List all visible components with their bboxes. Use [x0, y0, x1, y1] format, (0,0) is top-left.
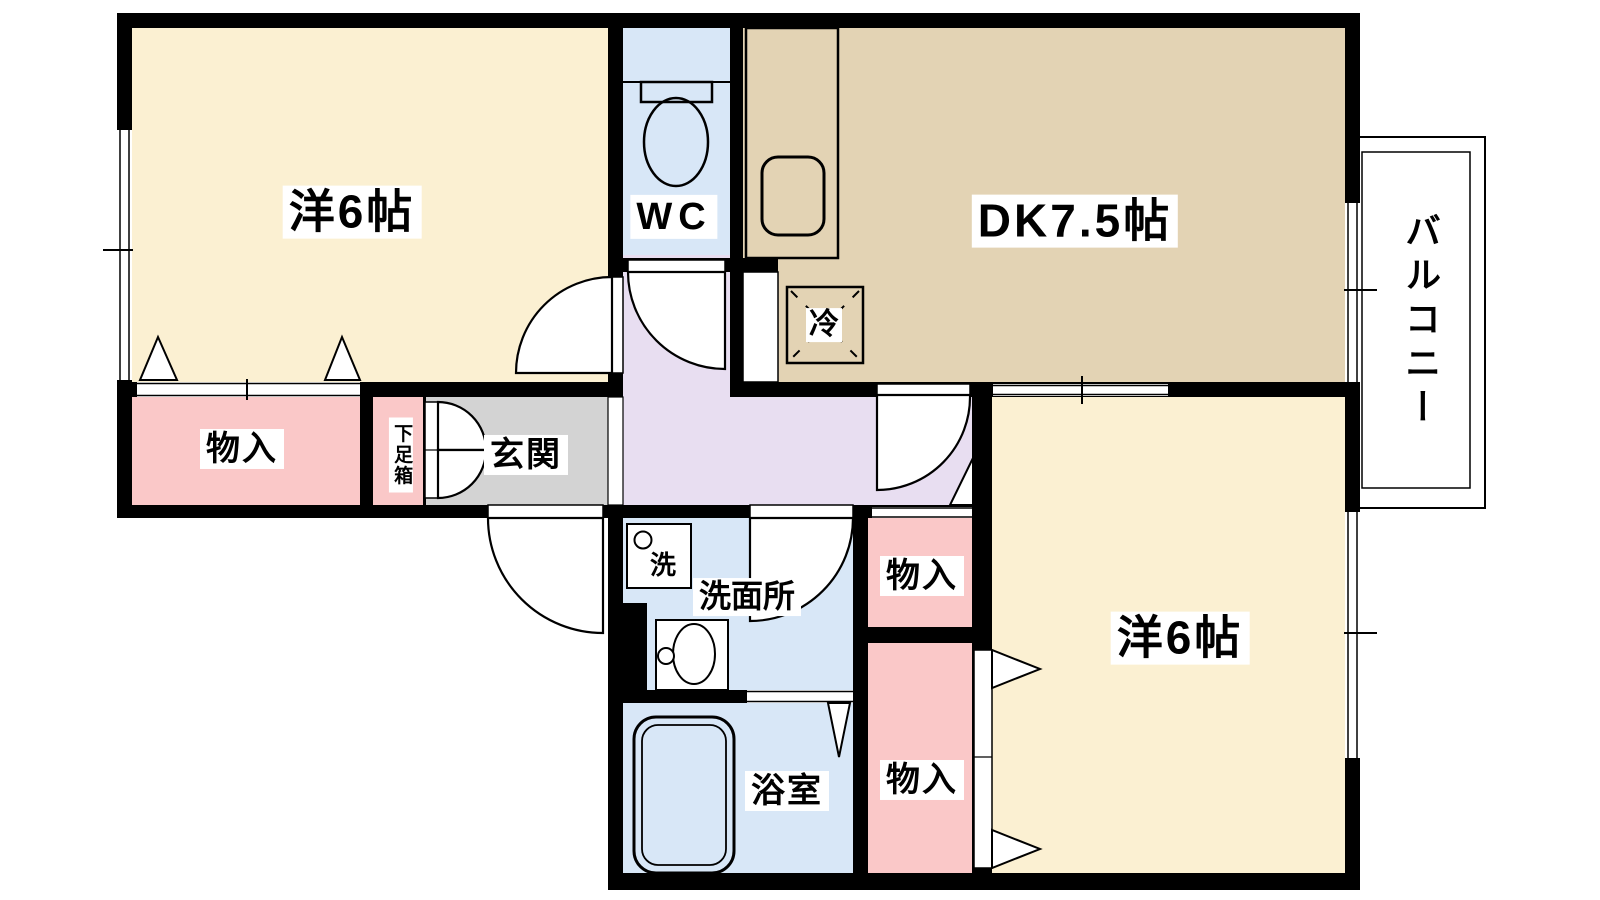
- sliding-door-dk-room2: [993, 376, 1168, 404]
- washer-faucet-icon: [633, 530, 653, 550]
- wall-washroom-stub: [623, 603, 647, 690]
- door-swing-wc: [626, 270, 727, 371]
- folding-door-storage-bottom-b: [991, 828, 1043, 870]
- label-storage-mid: 物入: [880, 555, 964, 597]
- wall-hall-room2: [972, 382, 992, 518]
- door-swing-room1: [514, 275, 614, 375]
- door-swings: [436, 270, 972, 635]
- wall-washroom-bathroom: [608, 690, 747, 703]
- windows: [103, 130, 1377, 758]
- closet-opening-room1: [137, 379, 360, 400]
- wall-washroom-storage: [853, 518, 868, 873]
- wall-exterior-bottom: [608, 873, 1360, 890]
- folding-doors: [138, 334, 1043, 870]
- folding-door-bathroom: [826, 702, 852, 758]
- label-wc: WC: [630, 194, 718, 240]
- label-washroom: 洗面所: [692, 578, 802, 616]
- wall-exterior-right: [1345, 13, 1360, 890]
- folding-door-storage-mid: [948, 457, 974, 506]
- door-swing-entrance: [486, 516, 605, 635]
- label-western-room-top-left: 洋6帖: [282, 185, 422, 239]
- wall-wc-dk: [730, 13, 743, 385]
- folding-door-closet-left: [138, 334, 179, 381]
- window-dk-balcony: [1344, 203, 1377, 382]
- entrance-cabinet-doors: [424, 401, 439, 499]
- window-room1-left: [103, 130, 133, 380]
- label-dk: DK7.5帖: [971, 194, 1179, 248]
- wall-exterior-left-upper: [117, 28, 132, 130]
- toilet-bowl: [642, 96, 710, 188]
- vanity-sink: [655, 619, 729, 691]
- label-bathroom: 浴室: [745, 770, 829, 812]
- wall-exterior-bottom-left: [117, 505, 488, 518]
- kitchen-sink: [760, 155, 826, 237]
- openings: [137, 259, 1168, 869]
- label-washing-machine: 洗: [646, 551, 680, 581]
- pipe-space: [742, 271, 779, 383]
- label-shoe-box: 下足箱: [388, 417, 414, 493]
- label-entrance: 玄関: [484, 434, 568, 476]
- toilet-tank: [639, 80, 714, 104]
- label-storage-bottom: 物入: [880, 759, 964, 801]
- entrance-step-threshold: [607, 396, 624, 506]
- storage-bottom-folding-door: [973, 649, 993, 869]
- folding-door-closet-right: [323, 334, 362, 381]
- wall-storage-shoebox-divider: [360, 397, 373, 505]
- folding-door-storage-bottom-a: [991, 648, 1043, 690]
- door-leaf-entrance: [487, 504, 604, 519]
- label-refrigerator: 冷: [806, 308, 842, 342]
- wall-storage-divider: [853, 627, 992, 643]
- label-balcony: バルコニー: [1398, 206, 1442, 438]
- toilet: [623, 80, 730, 188]
- label-western-room-bottom-right: 洋6帖: [1110, 611, 1250, 665]
- window-room2-right: [1344, 512, 1377, 758]
- storage-mid-opening: [872, 507, 972, 518]
- door-leaf-wc: [627, 259, 726, 273]
- door-leaf-washroom: [749, 504, 854, 519]
- kitchen-counter: [744, 26, 840, 260]
- door-swing-dk: [875, 393, 972, 492]
- label-storage-left: 物入: [200, 428, 284, 470]
- wall-exterior-left-lower: [117, 380, 132, 518]
- bathroom-opening: [747, 690, 853, 703]
